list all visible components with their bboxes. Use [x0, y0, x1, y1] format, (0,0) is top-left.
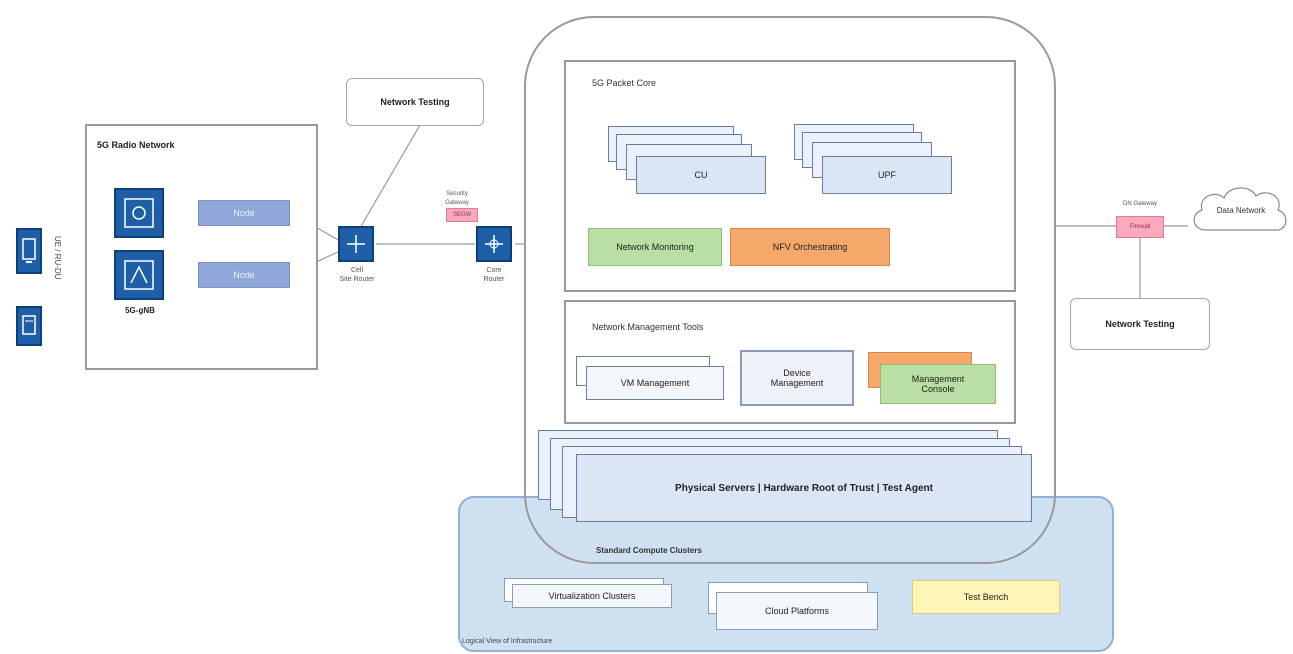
- nfv-orchestrating-box: NFV Orchestrating: [730, 228, 890, 266]
- cell-site-router-label: Cell Site Router: [339, 267, 375, 283]
- test-bench-card: Test Bench: [912, 580, 1060, 614]
- compute-cluster-title: Standard Compute Clusters: [596, 546, 702, 555]
- data-network-cloud-icon: [1193, 187, 1287, 231]
- management-console-card: Management Console: [880, 364, 996, 404]
- vm-management-card: VM Management: [586, 366, 724, 400]
- upf-card: UPF: [822, 156, 952, 194]
- network-testing-callout-top: Network Testing: [346, 78, 484, 126]
- cu-card: CU: [636, 156, 766, 194]
- gnb-caption: 5G-gNB: [125, 306, 155, 315]
- cu-card-label: CU: [694, 170, 708, 180]
- security-gateway-label: Security Gateway: [445, 191, 469, 206]
- radio-network-panel: 5G Radio Network: [85, 124, 318, 370]
- core-router-label: Core Router: [483, 267, 505, 283]
- security-gateway-tag-label: SEGW: [452, 212, 472, 218]
- nfv-orchestrating-label: NFV Orchestrating: [772, 242, 848, 252]
- packet-core-title: 5G Packet Core: [592, 78, 657, 88]
- network-testing-right-label: Network Testing: [1105, 319, 1175, 329]
- firewall-label: Firewall: [1129, 224, 1151, 230]
- network-monitoring-label: Network Monitoring: [616, 242, 694, 252]
- cluster-footer: Logical View of Infrastructure: [462, 638, 553, 645]
- radio-network-title: 5G Radio Network: [97, 140, 175, 150]
- infra-bar-label: Physical Servers | Hardware Root of Trus…: [675, 482, 933, 494]
- core-router-icon: [476, 226, 512, 262]
- network-management-title: Network Management Tools: [592, 322, 704, 332]
- security-gateway-tag: SEGW: [446, 208, 478, 222]
- upf-card-label: UPF: [878, 170, 896, 180]
- gnb-device-icon: [114, 188, 164, 238]
- test-bench-label: Test Bench: [963, 592, 1009, 602]
- ue-label: UE / RU-DU: [53, 236, 62, 280]
- firewall-icon: Firewall: [1116, 216, 1164, 238]
- virtualization-clusters-card: Virtualization Clusters: [512, 584, 672, 608]
- node-box-1: Node: [198, 200, 290, 226]
- cloud-platforms-card: Cloud Platforms: [716, 592, 878, 630]
- gnb-radio-icon: [114, 250, 164, 300]
- ru-device-icon: [16, 306, 42, 346]
- data-network-label: Data Network: [1216, 206, 1266, 215]
- network-testing-top-label: Network Testing: [380, 97, 450, 107]
- virtualization-clusters-label: Virtualization Clusters: [548, 591, 636, 601]
- device-management-label: Device Management: [770, 368, 824, 388]
- network-monitoring-box: Network Monitoring: [588, 228, 722, 266]
- vm-management-label: VM Management: [620, 378, 690, 388]
- device-management-card: Device Management: [740, 350, 854, 406]
- node-box-1-label: Node: [233, 208, 255, 218]
- node-box-2: Node: [198, 262, 290, 288]
- cell-site-router-icon: [338, 226, 374, 262]
- node-box-2-label: Node: [233, 270, 255, 280]
- cloud-platforms-label: Cloud Platforms: [764, 606, 830, 616]
- network-testing-callout-right: Network Testing: [1070, 298, 1210, 350]
- infra-bar: Physical Servers | Hardware Root of Trus…: [576, 454, 1032, 522]
- management-console-label: Management Console: [911, 374, 965, 394]
- dn-gateway-caption: DN Gateway: [1122, 201, 1157, 207]
- ue-device-icon: [16, 228, 42, 274]
